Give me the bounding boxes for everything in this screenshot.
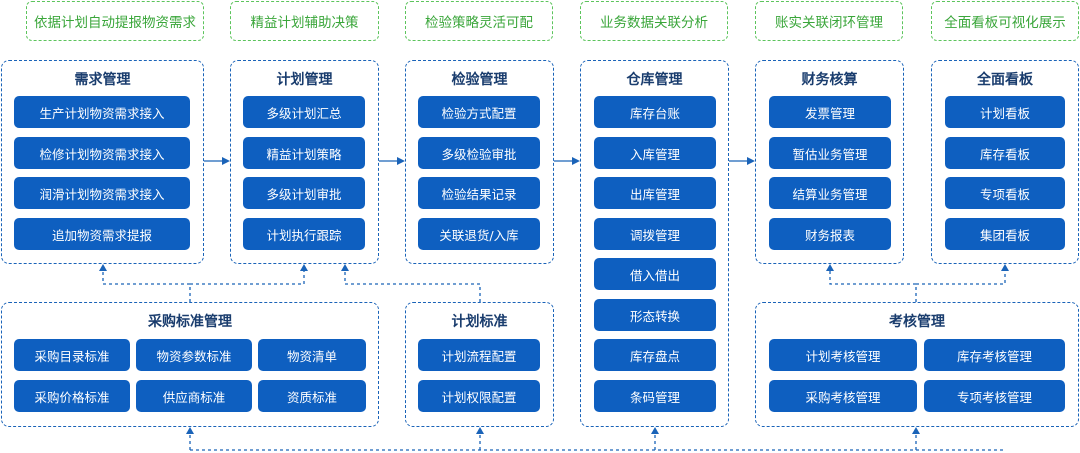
item-plan-approval[interactable]: 多级计划审批 [243,177,365,209]
panel-title: 采购标准管理 [148,314,232,330]
arrowhead-planstd-plan [341,264,349,271]
goal-demand: 依据计划自动提报物资需求 [26,1,204,41]
item-inspection-record[interactable]: 检验结果记录 [418,177,540,209]
item-estimate[interactable]: 暂估业务管理 [769,137,891,169]
arrowhead-bus-assessment [912,427,920,434]
arrowhead-purchase-plan [300,264,308,271]
link-planstd-plan [344,270,481,302]
panel-title: 检验管理 [451,72,508,88]
item-supplier-standard[interactable]: 供应商标准 [136,380,252,412]
panel-inspection-management: 检验管理 检验方式配置 多级检验审批 检验结果记录 关联退货/入库 [405,60,554,264]
arrowhead-inspection-warehouse [572,157,580,165]
panel-purchase-standard: 采购标准管理 采购目录标准 物资参数标准 物资清单 采购价格标准 供应商标准 资… [1,302,379,427]
item-inspection-config[interactable]: 检验方式配置 [418,96,540,128]
panel-title: 全面看板 [977,72,1033,88]
item-plan-permission-config[interactable]: 计划权限配置 [418,380,540,412]
item-purchase-assessment[interactable]: 采购考核管理 [769,380,917,412]
panel-title: 仓库管理 [626,72,683,88]
item-borrow-lend[interactable]: 借入借出 [594,258,716,290]
item-plan-flow-config[interactable]: 计划流程配置 [418,339,540,371]
item-material-list[interactable]: 物资清单 [258,339,366,371]
arrowhead-bus-purchase [186,427,194,434]
arrowhead-bus-planstd [476,427,484,434]
panel-plan-management: 计划管理 多级计划汇总 精益计划策略 多级计划审批 计划执行跟踪 [230,60,379,264]
arrowhead-demand-plan [222,157,230,165]
item-transfer[interactable]: 调拨管理 [594,218,716,250]
item-production-demand[interactable]: 生产计划物资需求接入 [14,96,190,128]
arrowhead-bus-warehouse [651,427,659,434]
arrowhead-assessment-dashboard [1001,264,1009,271]
goal-warehouse: 业务数据关联分析 [580,1,728,41]
item-material-params[interactable]: 物资参数标准 [136,339,252,371]
panel-title: 计划管理 [276,72,333,88]
panel-title: 财务核算 [801,72,858,88]
item-form-conversion[interactable]: 形态转换 [594,299,716,331]
panel-warehouse-management: 仓库管理 库存台账 入库管理 出库管理 调拨管理 借入借出 形态转换 库存盘点 … [580,60,729,427]
item-special-assessment[interactable]: 专项考核管理 [924,380,1065,412]
item-qualification[interactable]: 资质标准 [258,380,366,412]
item-plan-summary[interactable]: 多级计划汇总 [243,96,365,128]
panel-plan-standard: 计划标准 计划流程配置 计划权限配置 [405,302,554,427]
panel-title: 计划标准 [451,314,508,330]
item-overhaul-demand[interactable]: 检修计划物资需求接入 [14,137,190,169]
item-settlement[interactable]: 结算业务管理 [769,177,891,209]
link-assessment-dashboard [916,270,1006,285]
goal-finance: 账实关联闭环管理 [755,1,903,41]
item-purchase-price[interactable]: 采购价格标准 [14,380,130,412]
goal-inspection: 检验策略灵活可配 [405,1,553,41]
item-invoice[interactable]: 发票管理 [769,96,891,128]
arrowhead-assessment-finance [826,264,834,271]
item-lubrication-demand[interactable]: 润滑计划物资需求接入 [14,177,190,209]
panel-demand-management: 需求管理 生产计划物资需求接入 检修计划物资需求接入 润滑计划物资需求接入 追加… [1,60,204,264]
panel-assessment-management: 考核管理 计划考核管理 库存考核管理 采购考核管理 专项考核管理 [755,302,1079,427]
item-purchase-catalog[interactable]: 采购目录标准 [14,339,130,371]
item-plan-tracking[interactable]: 计划执行跟踪 [243,218,365,250]
panel-title: 需求管理 [74,72,131,88]
item-financial-report[interactable]: 财务报表 [769,218,891,250]
arrowhead-warehouse-finance [747,157,755,165]
item-additional-demand[interactable]: 追加物资需求提报 [14,218,190,250]
item-group-board[interactable]: 集团看板 [945,218,1065,250]
item-lean-strategy[interactable]: 精益计划策略 [243,137,365,169]
item-barcode[interactable]: 条码管理 [594,380,716,412]
item-stock-ledger[interactable]: 库存台账 [594,96,716,128]
goal-dashboard: 全面看板可视化展示 [931,1,1079,41]
link-assessment-finance [829,270,917,302]
panel-title: 考核管理 [889,314,945,330]
item-inbound[interactable]: 入库管理 [594,137,716,169]
item-inspection-approval[interactable]: 多级检验审批 [418,137,540,169]
item-stock-assessment[interactable]: 库存考核管理 [924,339,1065,371]
item-plan-assessment[interactable]: 计划考核管理 [769,339,917,371]
panel-finance-accounting: 财务核算 发票管理 暂估业务管理 结算业务管理 财务报表 [755,60,904,264]
item-stocktaking[interactable]: 库存盘点 [594,339,716,371]
goal-plan: 精益计划辅助决策 [230,1,379,41]
link-purchase-demand [102,270,191,302]
item-return-inbound[interactable]: 关联退货/入库 [418,218,540,250]
item-outbound[interactable]: 出库管理 [594,177,716,209]
panel-dashboard: 全面看板 计划看板 库存看板 专项看板 集团看板 [931,60,1079,264]
item-plan-board[interactable]: 计划看板 [945,96,1065,128]
item-stock-board[interactable]: 库存看板 [945,137,1065,169]
arrowhead-plan-inspection [397,157,405,165]
item-special-board[interactable]: 专项看板 [945,177,1065,209]
arrowhead-purchase-demand [99,264,107,271]
